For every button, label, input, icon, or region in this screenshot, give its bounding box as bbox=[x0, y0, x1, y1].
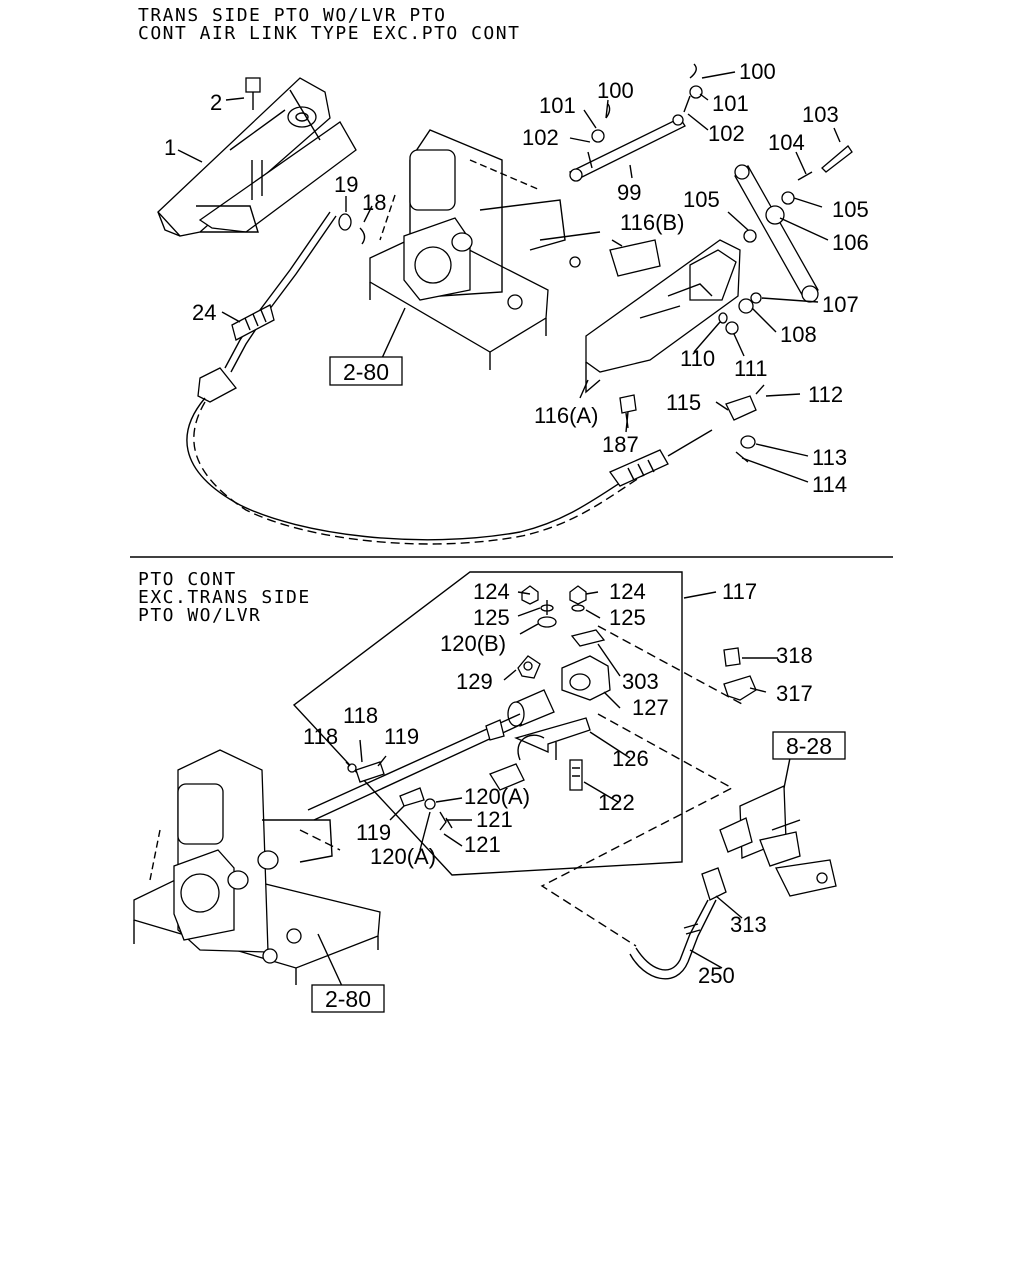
callout-121-lower: 121 bbox=[464, 832, 501, 857]
bottom-heading-line-1: PTO CONT bbox=[138, 569, 237, 590]
callout-19: 19 bbox=[334, 172, 358, 197]
callout-105-left: 105 bbox=[683, 187, 720, 212]
callout-111: 111 bbox=[734, 356, 767, 381]
callout-125-left: 125 bbox=[473, 605, 510, 630]
callout-118-upper: 118 bbox=[343, 703, 378, 728]
callout-317: 317 bbox=[776, 681, 813, 706]
callout-102-left: 102 bbox=[522, 125, 559, 150]
ref-box-2-80-top bbox=[329, 356, 403, 386]
callout-119-lower: 119 bbox=[356, 820, 391, 845]
callout-116b: 116(B) bbox=[620, 210, 684, 235]
callout-187: 187 bbox=[602, 432, 639, 457]
callout-129: 129 bbox=[456, 669, 493, 694]
bottom-callouts: 124 124 125 125 120(B) 117 318 129 303 3… bbox=[303, 579, 813, 988]
callout-118-lower: 118 bbox=[303, 724, 338, 749]
callout-1: 1 bbox=[164, 135, 176, 160]
callout-115: 115 bbox=[666, 390, 701, 415]
bracket-116 bbox=[585, 239, 741, 429]
callout-110: 110 bbox=[680, 346, 715, 371]
pto-lever-bracket bbox=[157, 77, 357, 237]
callout-116a: 116(A) bbox=[534, 403, 598, 428]
transmission-housing-bottom bbox=[133, 749, 381, 985]
hose-and-fitting bbox=[629, 867, 727, 980]
top-heading-line-2: CONT AIR LINK TYPE EXC.PTO CONT bbox=[138, 23, 521, 44]
callout-18: 18 bbox=[362, 190, 386, 215]
callout-313: 313 bbox=[730, 912, 767, 937]
callout-318: 318 bbox=[776, 643, 813, 668]
bracket-126 bbox=[489, 717, 591, 791]
control-rod-99 bbox=[569, 63, 703, 182]
top-callouts: 1 2 19 18 24 101 100 102 99 100 101 102 … bbox=[164, 59, 869, 497]
bolt-2 bbox=[245, 77, 261, 110]
bottom-heading-line-2: EXC.TRANS SIDE bbox=[138, 587, 311, 608]
pto-cable-24 bbox=[186, 211, 713, 545]
nuts-and-washers bbox=[521, 585, 587, 628]
callout-104: 104 bbox=[768, 130, 805, 155]
callout-124-right: 124 bbox=[609, 579, 646, 604]
mount-brackets-118-119 bbox=[347, 761, 453, 831]
bottom-leader-lines bbox=[317, 591, 791, 987]
air-cylinder-127 bbox=[307, 655, 611, 821]
callout-2: 2 bbox=[210, 90, 222, 115]
kit-outline-117 bbox=[292, 571, 683, 876]
callout-120a-upper: 120(A) bbox=[464, 784, 530, 809]
callout-126: 126 bbox=[612, 746, 649, 771]
callout-121-upper: 121 bbox=[476, 807, 513, 832]
callout-124-left: 124 bbox=[473, 579, 510, 604]
top-heading-line-1: TRANS SIDE PTO WO/LVR PTO bbox=[138, 5, 447, 26]
washer-and-pin-18-19 bbox=[338, 213, 366, 245]
callout-108: 108 bbox=[780, 322, 817, 347]
callout-120a-lower: 120(A) bbox=[370, 844, 436, 869]
lever-106 bbox=[734, 145, 853, 314]
callout-103: 103 bbox=[802, 102, 839, 127]
clamp-317-bolt-318 bbox=[723, 647, 757, 701]
callout-117: 117 bbox=[722, 579, 757, 604]
callout-125-right: 125 bbox=[609, 605, 646, 630]
callout-100-right: 100 bbox=[739, 59, 776, 84]
callout-122: 122 bbox=[598, 790, 635, 815]
bottom-dashed-lines bbox=[299, 625, 743, 947]
callout-127: 127 bbox=[632, 695, 669, 720]
bottom-assembly: 2-80 8-28 124 124 125 125 120(B) 117 318… bbox=[133, 571, 846, 1013]
callout-106: 106 bbox=[832, 230, 869, 255]
callout-24: 24 bbox=[192, 300, 216, 325]
solenoid-valve bbox=[719, 785, 837, 897]
clamp-115 bbox=[725, 384, 765, 463]
fitting-129 bbox=[517, 655, 541, 679]
transmission-housing-top bbox=[369, 129, 601, 370]
callout-120b: 120(B) bbox=[440, 631, 506, 656]
ref-2-80-top: 2-80 bbox=[343, 359, 389, 385]
callout-107: 107 bbox=[822, 292, 859, 317]
callout-119-upper: 119 bbox=[384, 724, 419, 749]
ref-8-28: 8-28 bbox=[786, 733, 832, 759]
callout-102-right: 102 bbox=[708, 121, 745, 146]
callout-101-right: 101 bbox=[712, 91, 749, 116]
callout-99: 99 bbox=[617, 180, 641, 205]
callout-250: 250 bbox=[698, 963, 735, 988]
callout-113: 113 bbox=[812, 445, 847, 470]
top-assembly: 2-80 1 2 19 18 24 101 100 102 99 100 101… bbox=[157, 59, 869, 545]
bottom-heading-line-3: PTO WO/LVR bbox=[138, 605, 262, 626]
top-leader-lines bbox=[177, 71, 841, 483]
bolt-122 bbox=[569, 759, 583, 791]
callout-112: 112 bbox=[808, 382, 843, 407]
bracket-303 bbox=[570, 629, 606, 647]
callout-101-left: 101 bbox=[539, 93, 576, 118]
callout-114: 114 bbox=[812, 472, 847, 497]
callout-100-left: 100 bbox=[597, 78, 634, 103]
callout-303: 303 bbox=[622, 669, 659, 694]
ref-2-80-bottom: 2-80 bbox=[325, 986, 371, 1012]
ref-box-2-80-bottom bbox=[311, 984, 385, 1013]
ref-box-8-28 bbox=[772, 731, 846, 760]
callout-105-right: 105 bbox=[832, 197, 869, 222]
